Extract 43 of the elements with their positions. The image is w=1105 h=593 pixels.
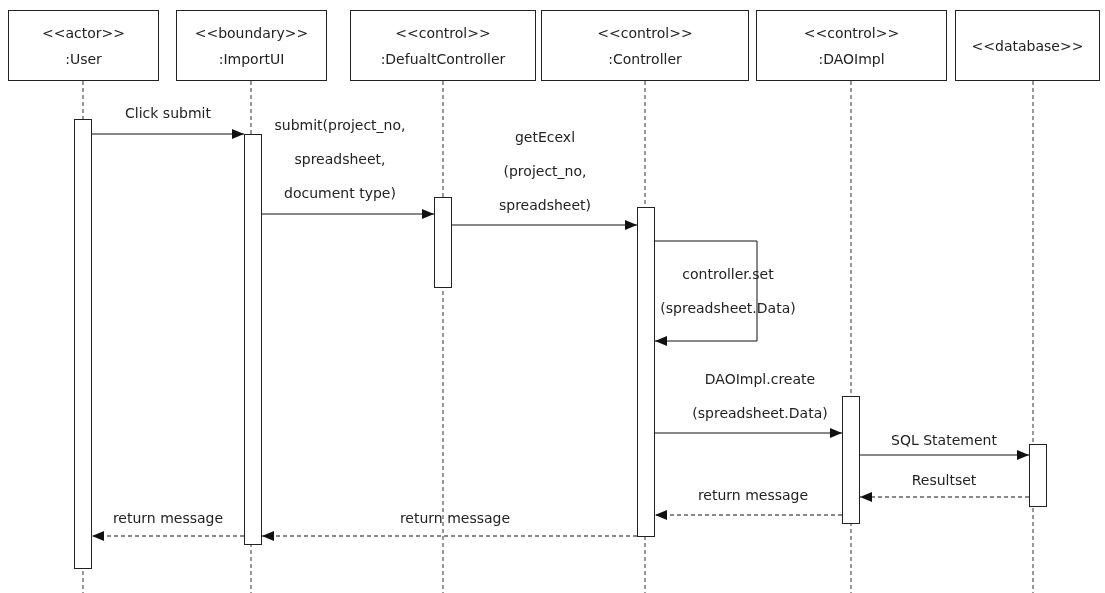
activation-bar: [434, 197, 452, 288]
activation-bar: [1029, 444, 1047, 507]
message-label: Click submit: [124, 104, 212, 123]
object-name: :User: [65, 50, 102, 67]
lifeline-header-box: [8, 10, 159, 81]
activation-bar: [842, 396, 860, 524]
return-arrow: [261, 531, 638, 541]
message-arrow: [261, 209, 435, 219]
message-label: getEcexl (project_no, spreadsheet): [497, 128, 593, 215]
message-label: Resultset: [910, 471, 978, 490]
message-arrow: [654, 240, 758, 346]
object-name: :Controller: [608, 50, 682, 67]
message-label: DAOImpl.create (spreadsheet.Data): [691, 370, 829, 423]
message-label: return message: [398, 509, 512, 528]
message-arrow: [451, 220, 638, 230]
stereotype-label: <<actor>>: [42, 24, 125, 41]
message-arrow: [91, 129, 245, 139]
stereotype-label: <<boundary>>: [194, 24, 309, 41]
stereotype-label: <<database>>: [971, 37, 1084, 54]
stereotype-label: <<control>>: [597, 24, 693, 41]
lifeline-header-box: [176, 10, 327, 81]
message-label: return message: [111, 509, 225, 528]
activation-bar: [74, 119, 92, 569]
message-arrow: [859, 450, 1030, 460]
lifeline-header-box: [541, 10, 749, 81]
return-arrow: [654, 510, 843, 520]
stereotype-label: <<control>>: [803, 24, 900, 41]
lifeline-header-box: [350, 10, 536, 81]
message-label: submit(project_no, spreadsheet, document type): [273, 116, 407, 203]
object-name: :ImportUI: [218, 50, 285, 67]
activation-bar: [637, 207, 655, 537]
message-label: SQL Statement: [890, 431, 998, 450]
return-arrow: [859, 492, 1030, 502]
message-label: return message: [696, 486, 810, 505]
lifeline-header-box: [955, 10, 1100, 81]
object-name: :DAOImpl: [818, 50, 885, 67]
return-arrow: [91, 531, 245, 541]
message-label: controller.set (spreadsheet.Data): [659, 265, 797, 318]
stereotype-label: <<control>>: [395, 24, 491, 41]
message-arrow: [654, 428, 843, 438]
lifeline-header-box: [756, 10, 947, 81]
activation-bar: [244, 134, 262, 545]
object-name: :DefualtController: [380, 50, 506, 67]
